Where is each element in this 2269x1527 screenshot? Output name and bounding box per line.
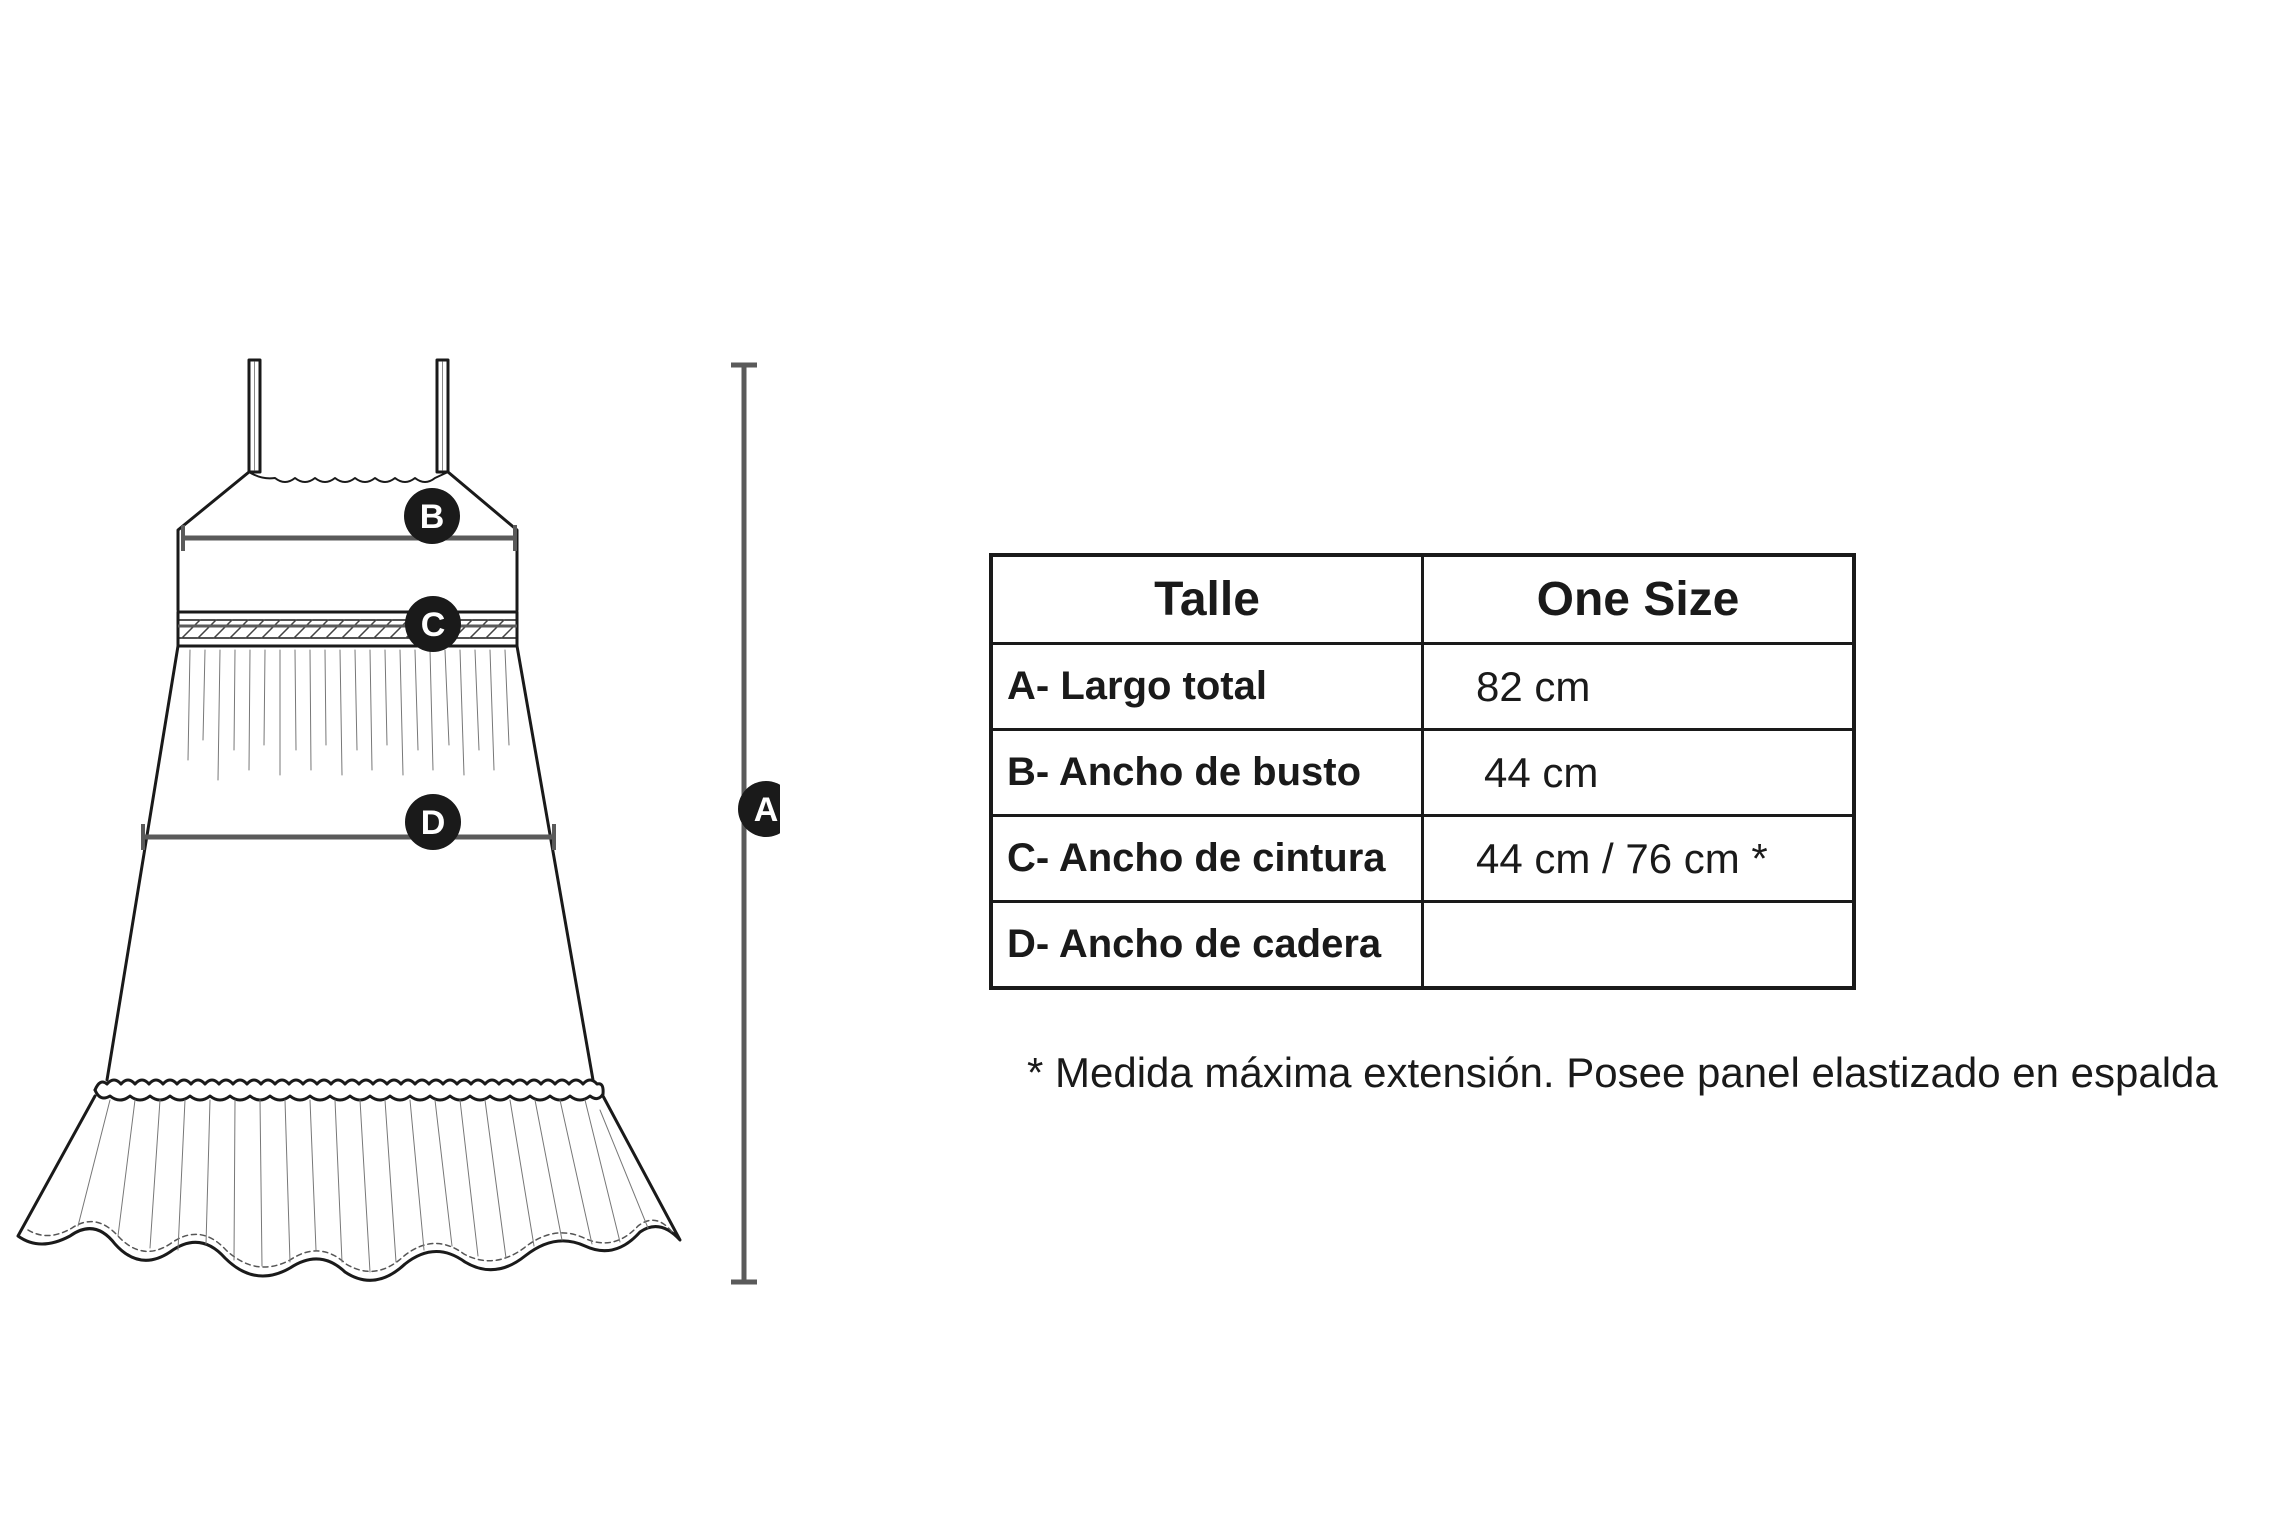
right-strap [435, 358, 450, 474]
header-label: Talle [989, 553, 1424, 645]
marker-d-label: D [421, 804, 446, 842]
flounce-folds [77, 1099, 649, 1273]
left-strap [247, 358, 262, 474]
gather-lines [187, 649, 510, 781]
row-value-bust: 44 cm [1421, 728, 1856, 817]
marker-c: C [405, 596, 461, 652]
flounce-outline [16, 1094, 682, 1282]
skirt-outline [105, 644, 595, 1082]
ruffle-seam [93, 1088, 605, 1102]
marker-b-label: B [420, 498, 445, 536]
hip-measure-line [141, 824, 556, 850]
dress-diagram: B C D A [16, 358, 780, 1285]
bust-measure-line [181, 525, 517, 551]
row-label-hip: D- Ancho de cadera [989, 900, 1424, 990]
neckline-trim [248, 471, 449, 483]
ruffle-header [93, 1078, 605, 1096]
table-row: A- Largo total 82 cm [989, 642, 1856, 731]
size-table: Talle One Size A- Largo total 82 cm B- A… [989, 553, 1856, 990]
row-label-bust: B- Ancho de busto [989, 728, 1424, 817]
table-row: B- Ancho de busto 44 cm [989, 728, 1856, 817]
row-label-waist: C- Ancho de cintura [989, 814, 1424, 903]
header-size: One Size [1421, 553, 1856, 645]
waistband [176, 610, 519, 648]
row-label-length: A- Largo total [989, 642, 1424, 731]
row-value-hip [1421, 900, 1856, 990]
marker-a: A [738, 781, 780, 837]
table-header-row: Talle One Size [989, 553, 1856, 645]
table-row: C- Ancho de cintura 44 cm / 76 cm * [989, 814, 1856, 903]
row-value-length: 82 cm [1421, 642, 1856, 731]
marker-c-label: C [421, 606, 446, 644]
marker-d: D [405, 794, 461, 850]
marker-a-label: A [754, 791, 779, 829]
footnote: * Medida máxima extensión. Posee panel e… [1027, 1049, 2218, 1096]
hem-stitch [27, 1219, 673, 1273]
table-row: D- Ancho de cadera [989, 900, 1856, 990]
row-value-waist: 44 cm / 76 cm * [1421, 814, 1856, 903]
bodice-outline [176, 470, 519, 612]
marker-b: B [404, 488, 460, 544]
